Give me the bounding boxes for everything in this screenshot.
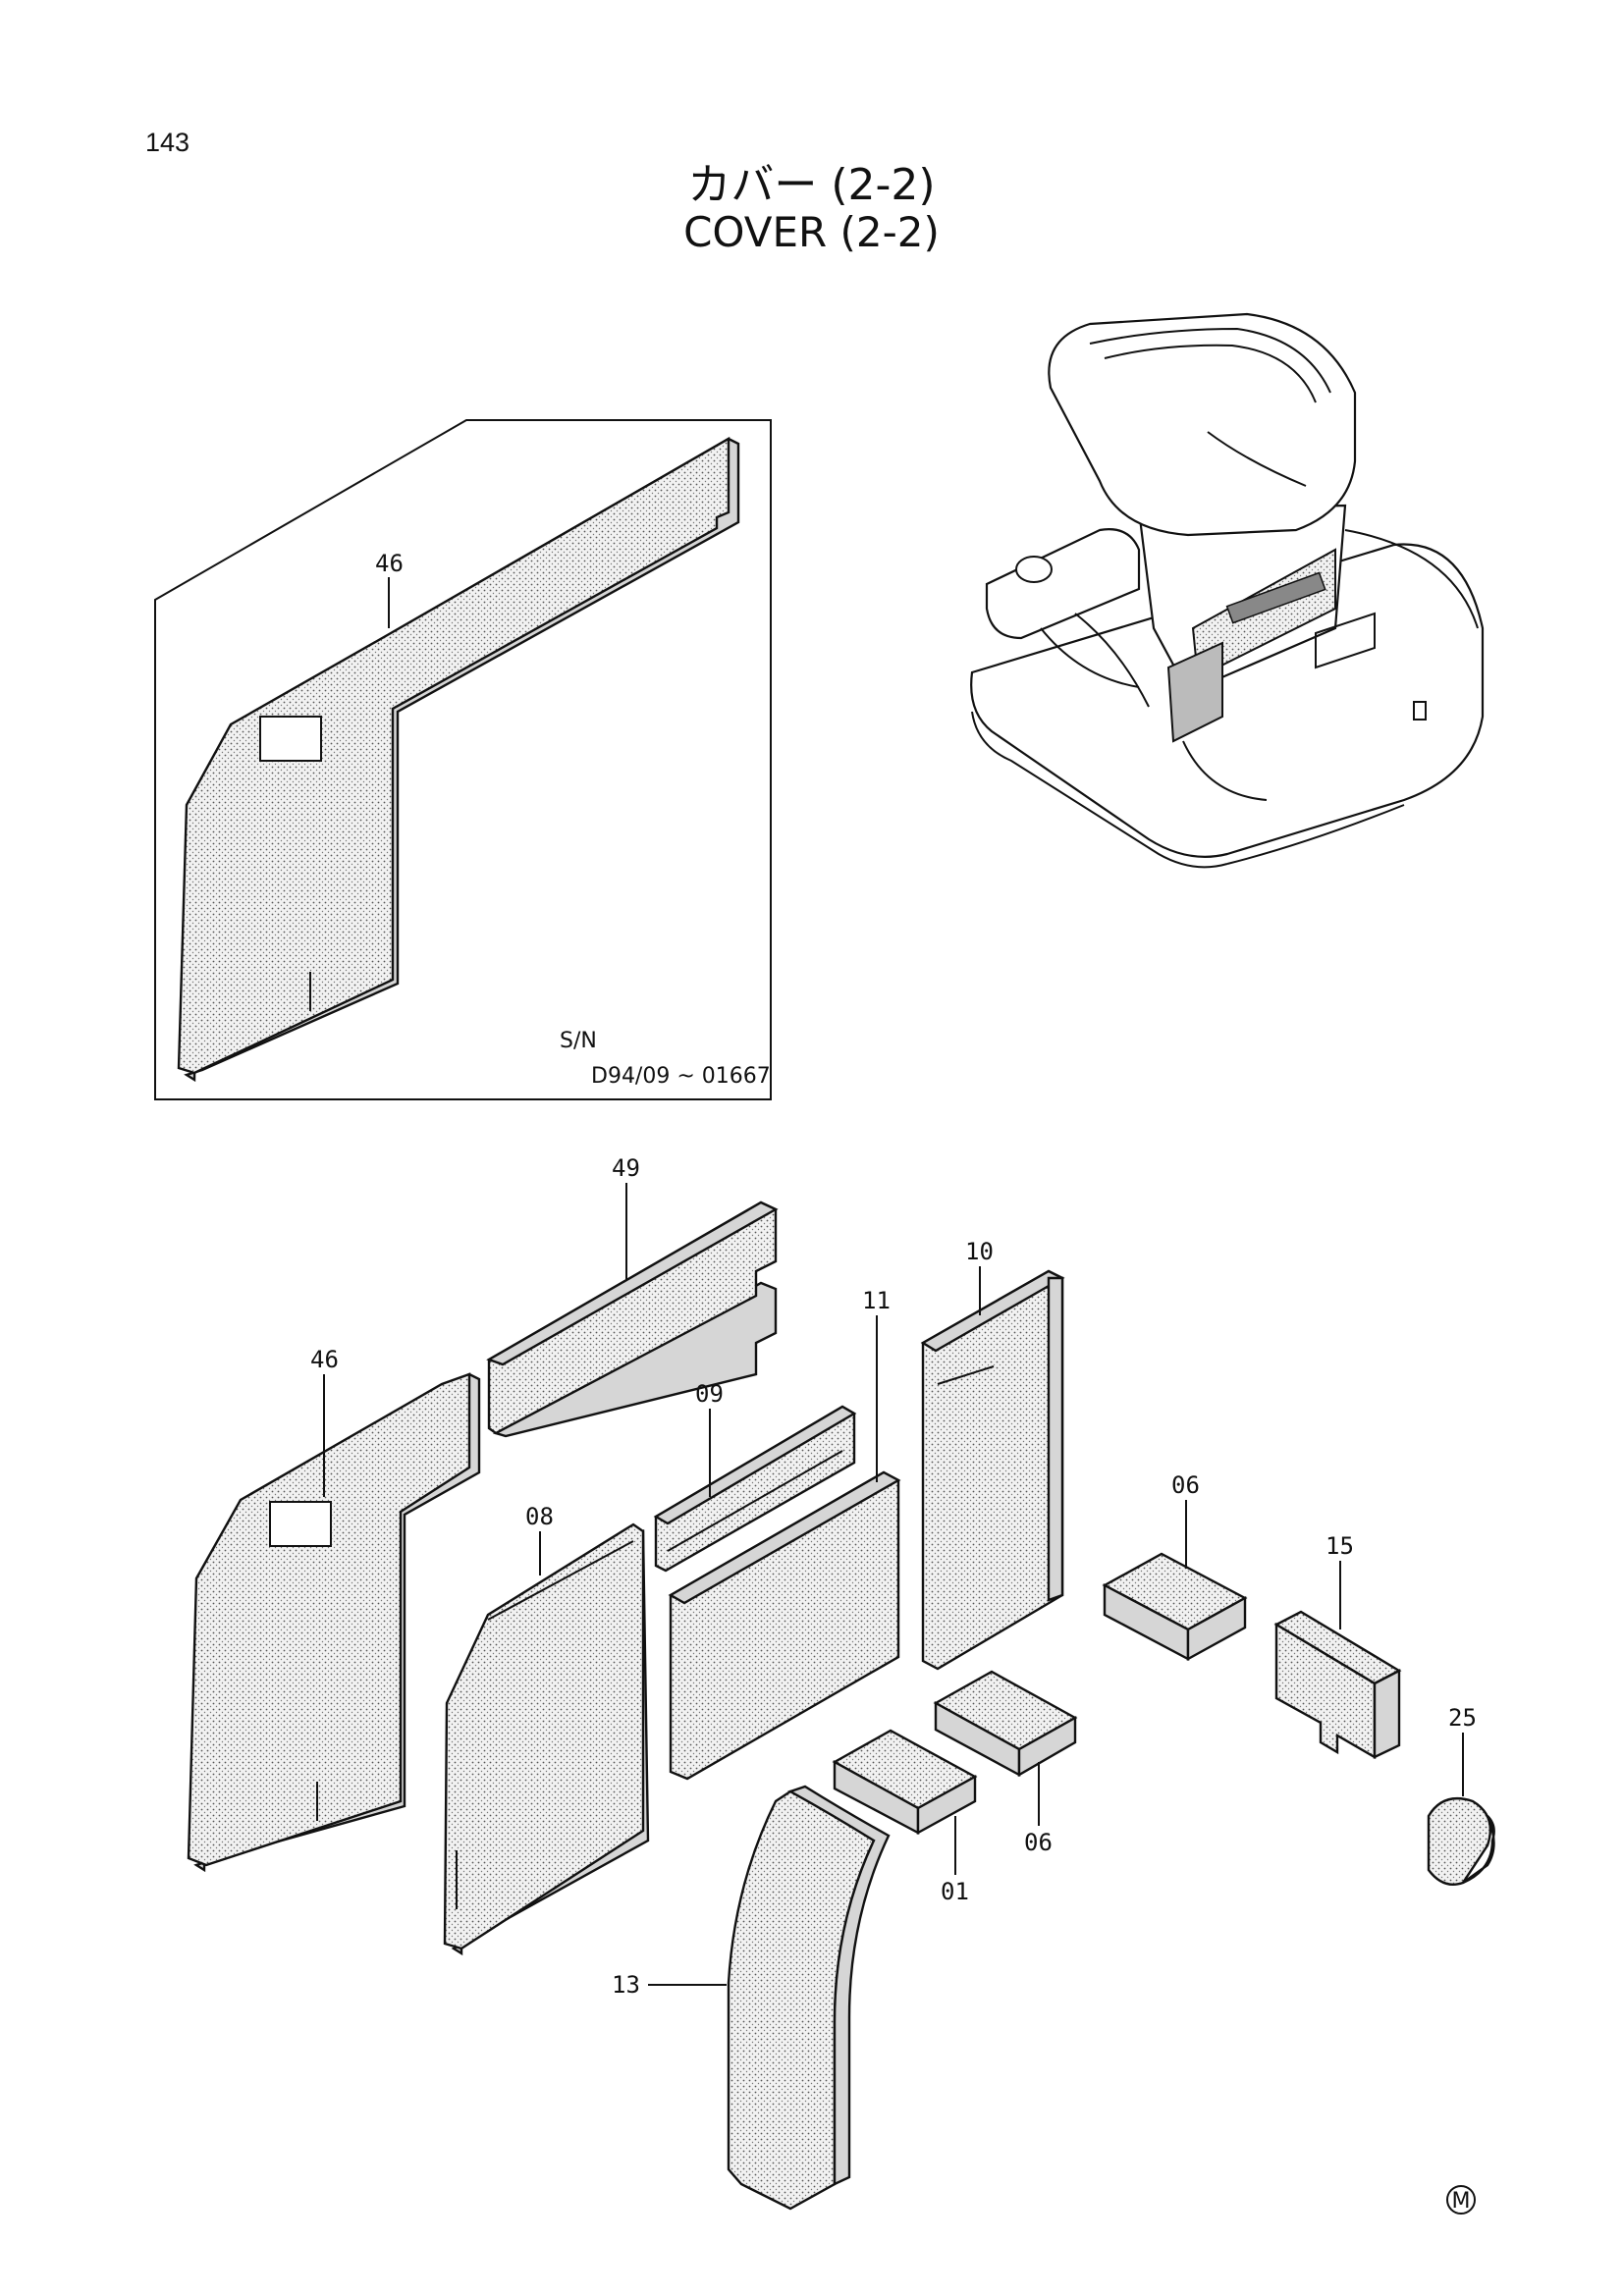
inset-border bbox=[154, 419, 772, 1100]
callout-06-lower: 06 bbox=[1024, 1829, 1053, 1856]
callout-08: 08 bbox=[525, 1503, 554, 1530]
part-11 bbox=[668, 1470, 901, 1781]
serial-range: D94/09 ~ 01667 bbox=[591, 1064, 771, 1089]
leader-lines bbox=[323, 1183, 1464, 1986]
part-08 bbox=[443, 1522, 650, 1956]
part-10 bbox=[920, 1269, 1065, 1671]
callout-10: 10 bbox=[965, 1238, 994, 1265]
part-13 bbox=[727, 1785, 891, 2211]
page-title-japanese: カバー (2-2) bbox=[687, 160, 936, 210]
inset-panel: 46 S/N D94/09 ~ 01667 bbox=[154, 419, 772, 1100]
machine-overview-illustration bbox=[970, 312, 1485, 869]
manufacturer-mark-letter: M bbox=[1452, 2189, 1471, 2214]
cutout-window bbox=[259, 716, 322, 762]
callout-15: 15 bbox=[1325, 1532, 1354, 1560]
callout-01: 01 bbox=[941, 1878, 969, 1905]
serial-label: S/N bbox=[560, 1029, 597, 1053]
callout-46: 46 bbox=[310, 1346, 339, 1373]
part-25 bbox=[1427, 1796, 1495, 1887]
callout-49: 49 bbox=[612, 1154, 640, 1182]
part-09 bbox=[653, 1405, 857, 1573]
callout-06-upper: 06 bbox=[1171, 1471, 1200, 1499]
part-49 bbox=[486, 1201, 779, 1438]
callout-25: 25 bbox=[1448, 1704, 1477, 1732]
callout-09: 09 bbox=[695, 1380, 724, 1408]
part-46 bbox=[187, 1372, 481, 1873]
page-title-english: COVER (2-2) bbox=[683, 208, 940, 256]
cutout-window bbox=[269, 1501, 332, 1547]
manufacturer-mark: M bbox=[1446, 2185, 1476, 2215]
inset-part-46 bbox=[177, 436, 740, 1083]
part-15 bbox=[1273, 1610, 1402, 1760]
callout-46-inset: 46 bbox=[375, 550, 404, 577]
part-06-lower bbox=[933, 1670, 1078, 1778]
callout-11: 11 bbox=[862, 1287, 891, 1314]
page-number: 143 bbox=[145, 128, 190, 157]
callout-13: 13 bbox=[612, 1971, 640, 1999]
part-06-upper bbox=[1102, 1552, 1248, 1662]
part-01 bbox=[832, 1729, 978, 1836]
